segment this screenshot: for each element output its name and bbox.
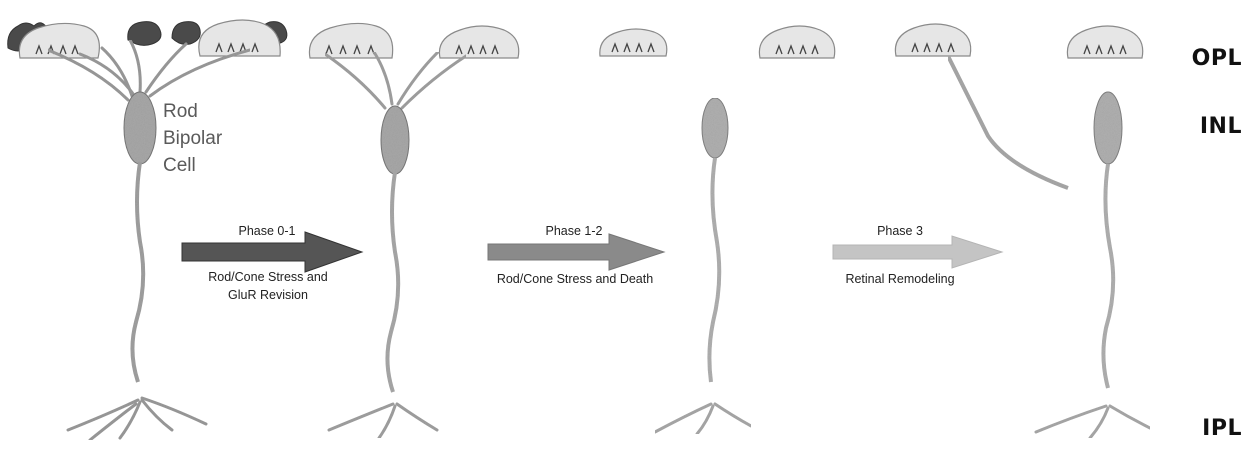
layer-label-opl: OPL bbox=[1192, 46, 1242, 71]
layer-label-inl: INL bbox=[1200, 114, 1242, 139]
cell-label-line-1: Rod bbox=[163, 98, 222, 125]
bipolar-cell-retracted bbox=[655, 98, 751, 434]
phase-arrow-3 bbox=[833, 236, 1002, 268]
phase-3-title: Phase 3 bbox=[800, 224, 1000, 238]
phase-1-2-desc-line-1: Rod/Cone Stress and Death bbox=[465, 270, 685, 288]
rod-bipolar-cell-label: Rod Bipolar Cell bbox=[163, 98, 222, 179]
cell-label-line-3: Cell bbox=[163, 152, 222, 179]
bipolar-cell-phase-1-2 bbox=[325, 52, 466, 438]
cell-label-line-2: Bipolar bbox=[163, 125, 222, 152]
phase-3-desc-line-1: Retinal Remodeling bbox=[790, 270, 1010, 288]
phase-0-1-title: Phase 0-1 bbox=[167, 224, 367, 238]
phase-arrow-0-1 bbox=[182, 232, 362, 272]
phase-1-2-title: Phase 1-2 bbox=[474, 224, 674, 238]
phase-arrow-1-2 bbox=[488, 234, 664, 270]
phase-0-1-description: Rod/Cone Stress and GluR Revision bbox=[158, 268, 378, 304]
phase-1-2-description: Rod/Cone Stress and Death bbox=[465, 270, 685, 288]
phase-0-1-desc-line-2: GluR Revision bbox=[158, 286, 378, 304]
layer-label-ipl: IPL bbox=[1202, 416, 1242, 441]
phase-0-1-desc-line-1: Rod/Cone Stress and bbox=[158, 268, 378, 286]
phase-3-description: Retinal Remodeling bbox=[790, 270, 1010, 288]
